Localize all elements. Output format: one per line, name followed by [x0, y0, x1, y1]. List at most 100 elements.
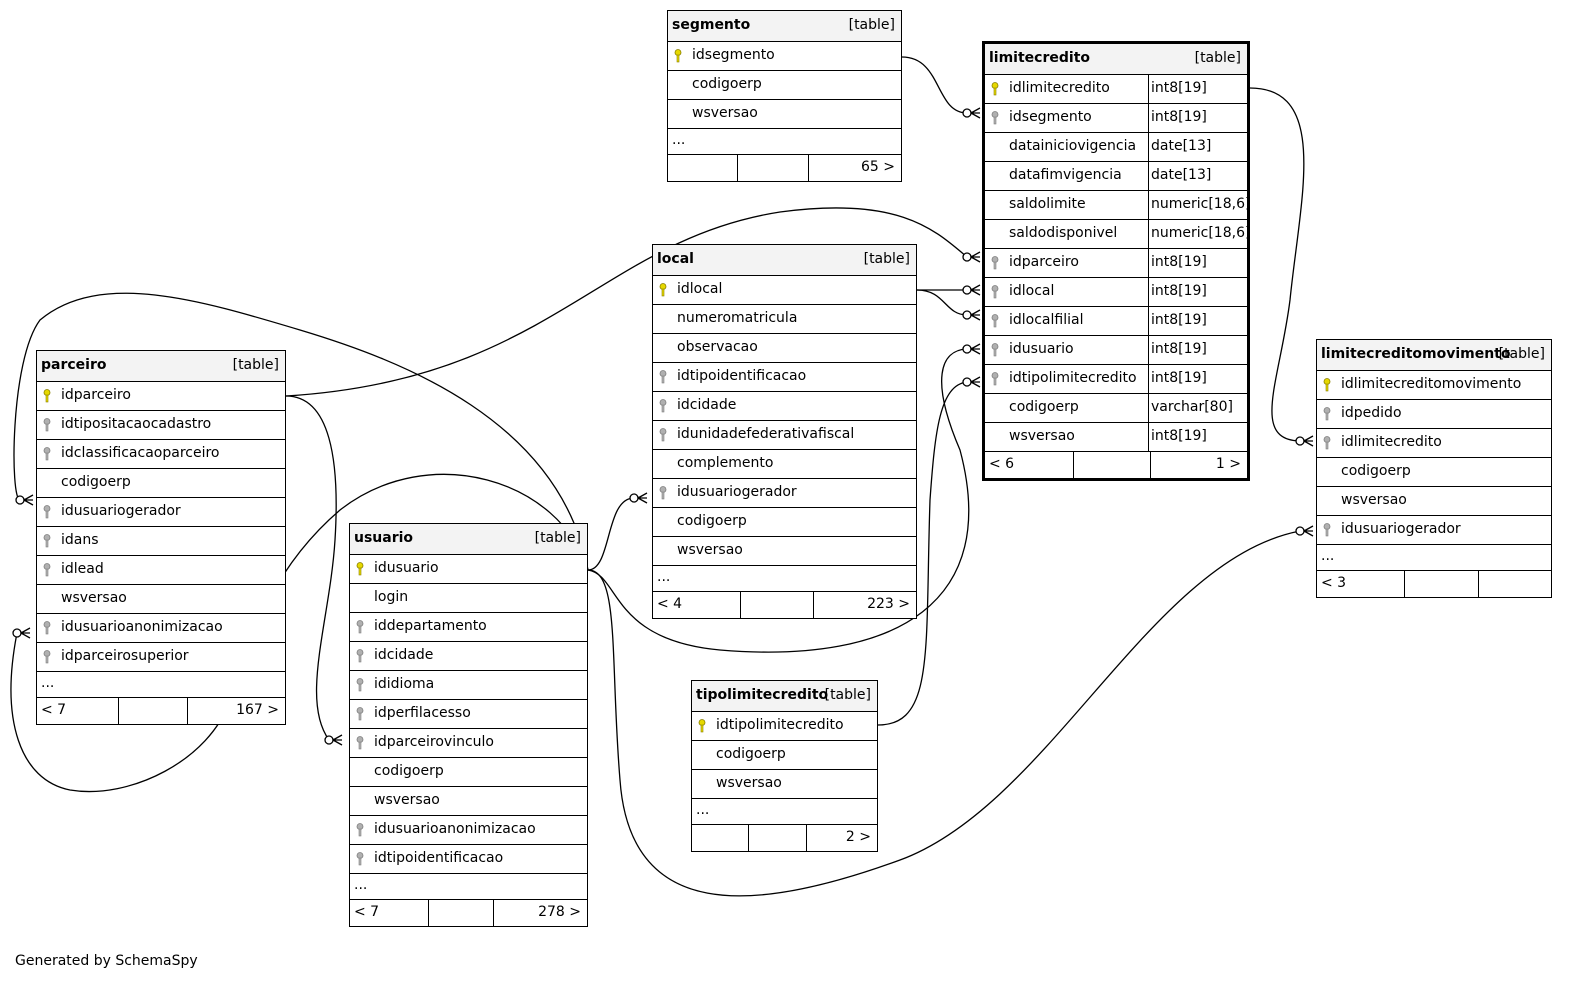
column-row[interactable]: idusuariogerador	[653, 479, 916, 508]
column-row[interactable]: ididioma	[350, 671, 587, 700]
column-row[interactable]: idcidade	[350, 642, 587, 671]
foreign-key-icon	[355, 678, 365, 692]
crows-foot-marker	[20, 627, 31, 639]
column-row[interactable]: wsversao	[653, 537, 916, 566]
children-count[interactable]: 1 >	[1215, 456, 1241, 472]
more-columns-indicator: ...	[668, 129, 901, 155]
column-name: idlimitecreditomovimento	[1341, 376, 1522, 392]
column-row[interactable]: idparceirovinculo	[350, 729, 587, 758]
column-row[interactable]: idusuarioanonimizacao	[37, 614, 285, 643]
footer-divider	[1073, 452, 1074, 478]
optional-endpoint-marker	[962, 108, 972, 118]
column-row[interactable]: idtipoidentificacao	[350, 845, 587, 874]
column-row[interactable]: codigoerp	[692, 741, 877, 770]
column-name: wsversao	[716, 775, 782, 791]
parents-count[interactable]: < 7	[354, 904, 380, 920]
column-row[interactable]: idusuariogerador	[37, 498, 285, 527]
parents-count[interactable]: < 4	[657, 596, 683, 612]
foreign-key-icon	[990, 111, 1000, 125]
column-row[interactable]: wsversao	[692, 770, 877, 799]
children-count[interactable]: 223 >	[867, 596, 910, 612]
table-limitecreditomovimento[interactable]: limitecreditomovimento[table]idlimitecre…	[1316, 339, 1552, 598]
column-row[interactable]: idlimitecreditomovimento	[1317, 371, 1551, 400]
column-divider	[1148, 336, 1149, 364]
column-row[interactable]: wsversao	[350, 787, 587, 816]
column-row[interactable]: idlocal	[653, 276, 916, 305]
foreign-key-icon	[1322, 436, 1332, 450]
primary-key-icon	[42, 389, 52, 403]
column-row[interactable]: idunidadefederativafiscal	[653, 421, 916, 450]
parents-count[interactable]: < 6	[989, 456, 1015, 472]
column-divider	[1148, 220, 1149, 248]
column-row[interactable]: wsversao	[37, 585, 285, 614]
column-row[interactable]: idparceirosuperior	[37, 643, 285, 672]
column-name: idpedido	[1341, 405, 1402, 421]
column-row[interactable]: complemento	[653, 450, 916, 479]
foreign-key-icon	[990, 314, 1000, 328]
foreign-key-icon	[990, 372, 1000, 386]
column-row[interactable]: idpedido	[1317, 400, 1551, 429]
column-row[interactable]: idtipositacaocadastro	[37, 411, 285, 440]
column-row[interactable]: idlimitecredito	[1317, 429, 1551, 458]
column-row[interactable]: idsegmento	[668, 42, 901, 71]
children-count[interactable]: 278 >	[538, 904, 581, 920]
foreign-key-icon	[658, 399, 668, 413]
column-row[interactable]: codigoerp	[37, 469, 285, 498]
column-row[interactable]: wsversao	[668, 100, 901, 129]
primary-key-icon	[658, 283, 668, 297]
children-count[interactable]: 167 >	[236, 702, 279, 718]
table-header: parceiro[table]	[37, 351, 285, 382]
column-row[interactable]: numeromatricula	[653, 305, 916, 334]
column-row[interactable]: idlead	[37, 556, 285, 585]
column-row[interactable]: idcidade	[653, 392, 916, 421]
column-row[interactable]: iddepartamento	[350, 613, 587, 642]
column-row[interactable]: codigoerp	[1317, 458, 1551, 487]
column-row[interactable]: codigoerp	[350, 758, 587, 787]
column-row[interactable]: idtipoidentificacao	[653, 363, 916, 392]
foreign-key-icon	[355, 707, 365, 721]
table-tipolimitecredito[interactable]: tipolimitecredito[table]idtipolimitecred…	[691, 680, 878, 852]
column-row[interactable]: idans	[37, 527, 285, 556]
column-row[interactable]: idusuariogerador	[1317, 516, 1551, 545]
children-count[interactable]: 65 >	[861, 159, 895, 175]
column-row[interactable]: idusuario	[350, 555, 587, 584]
column-row[interactable]: codigoerp	[653, 508, 916, 537]
column-name: idtipolimitecredito	[1009, 370, 1137, 386]
column-name: idtipoidentificacao	[677, 368, 807, 384]
parents-count[interactable]: < 3	[1321, 575, 1347, 591]
column-row[interactable]: idparceiro	[37, 382, 285, 411]
parents-count[interactable]: < 7	[41, 702, 67, 718]
column-row[interactable]: wsversao	[1317, 487, 1551, 516]
table-header: limitecredito[table]	[985, 44, 1247, 75]
column-row[interactable]: login	[350, 584, 587, 613]
footer-divider	[740, 592, 741, 618]
column-row[interactable]: idperfilacesso	[350, 700, 587, 729]
children-count[interactable]: 2 >	[845, 829, 871, 845]
column-row[interactable]: codigoerp	[668, 71, 901, 100]
column-row[interactable]: idusuarioanonimizacao	[350, 816, 587, 845]
column-row[interactable]: idclassificacaoparceiro	[37, 440, 285, 469]
column-row[interactable]: observacao	[653, 334, 916, 363]
foreign-key-icon	[355, 852, 365, 866]
column-row[interactable]: idtipolimitecredito	[692, 712, 877, 741]
crows-foot-marker	[970, 376, 981, 388]
